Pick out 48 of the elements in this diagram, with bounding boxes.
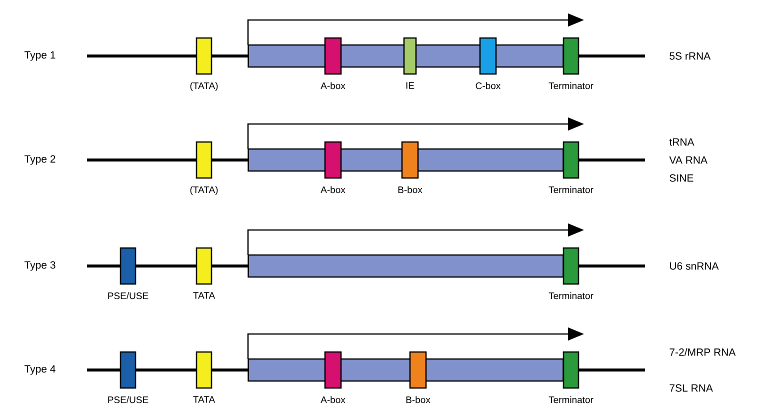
node-label: B-box <box>406 396 430 404</box>
node-label: Terminator <box>548 396 594 404</box>
node-label: Terminator <box>548 292 594 300</box>
element-box: A-box <box>320 351 346 404</box>
node-label: IE <box>406 82 414 89</box>
element-box: IE <box>403 37 417 89</box>
element-box: B-box <box>406 351 430 404</box>
rna-label: tRNA <box>669 138 694 146</box>
element-box: (TATA) <box>190 141 218 196</box>
element-box: (TATA) <box>190 37 218 92</box>
element-box: B-box <box>398 141 422 194</box>
element-box: TATA <box>193 247 216 299</box>
row-label: Type 3 <box>24 261 56 271</box>
element-box: TATA <box>193 351 216 403</box>
row-label: Type 2 <box>24 155 56 165</box>
element-box: Terminator <box>548 247 594 300</box>
rna-label: 7SL RNA <box>670 384 713 392</box>
transcribed-region-bar <box>248 148 564 172</box>
rna-label: U6 snRNA <box>670 262 719 270</box>
node-label: B-box <box>398 186 422 194</box>
node-label: TATA <box>193 396 216 403</box>
node-label: PSE/USE <box>108 292 148 300</box>
node-label: Terminator <box>548 82 594 90</box>
rna-label: SINE <box>670 174 694 182</box>
node-label: A-box <box>320 396 346 404</box>
node-label: PSE/USE <box>108 396 148 404</box>
node-label: A-box <box>320 82 346 90</box>
node-label: (TATA) <box>190 82 218 92</box>
rna-label: 5S rRNA <box>670 52 711 60</box>
element-box: Terminator <box>548 141 594 194</box>
transcribed-region-bar <box>248 254 564 278</box>
node-label: TATA <box>193 292 216 299</box>
rna-label: 7-2/MRP RNA <box>670 348 736 356</box>
element-box: A-box <box>320 37 346 90</box>
element-box: PSE/USE <box>108 351 148 404</box>
row-label: Type 4 <box>24 365 56 375</box>
element-box: PSE/USE <box>108 247 148 300</box>
rna-label: VA RNA <box>669 156 708 164</box>
node-label: Terminator <box>548 186 594 194</box>
transcribed-region-bar <box>248 358 564 382</box>
element-box: A-box <box>320 141 346 194</box>
node-label: (TATA) <box>190 186 218 196</box>
element-box: Terminator <box>548 37 594 90</box>
node-label: A-box <box>320 186 346 194</box>
element-box: C-box <box>476 37 501 90</box>
node-label: C-box <box>476 82 501 90</box>
row-label: Type 1 <box>24 51 56 61</box>
element-box: Terminator <box>548 351 594 404</box>
